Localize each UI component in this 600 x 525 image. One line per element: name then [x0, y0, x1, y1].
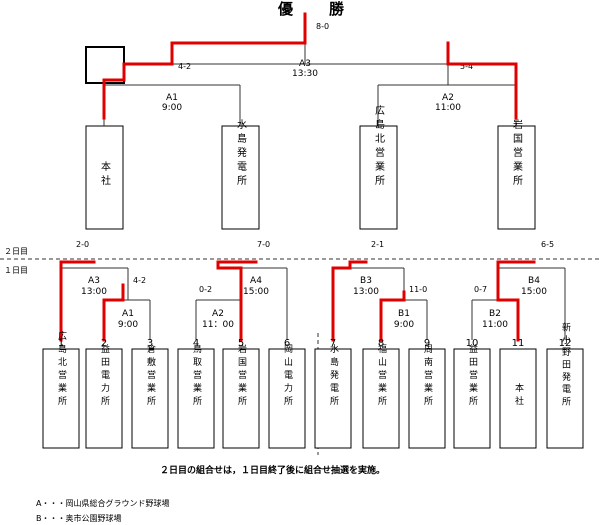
team-number-9: 9 [424, 338, 430, 349]
legend-a-sep: ・・・ [41, 499, 65, 508]
team-name-10: 益田営業所 [467, 343, 478, 409]
final-time: 13:30 [292, 69, 318, 79]
team-number-2: 2 [101, 338, 107, 349]
team-number-12: 12 [559, 338, 572, 349]
l-a2-time: 11：00 [202, 320, 234, 330]
team-box-12 [546, 348, 584, 449]
team-box-1 [42, 348, 80, 449]
l-a3-code: A3 [88, 276, 100, 286]
schedule-note: ２日目の組合せは，１日目終了後に組合せ抽選を実施。 [160, 464, 385, 476]
l-a4-code: A4 [250, 276, 262, 286]
day2-label: ２日目 [4, 247, 28, 256]
r-b2-time: 11:00 [482, 320, 508, 330]
day2-team-box-3 [359, 125, 398, 230]
l-a3-time: 13:00 [81, 287, 107, 297]
r-b1-code: B1 [398, 309, 410, 319]
legend-b-text: 奥市公園野球場 [66, 513, 122, 523]
day2-team-name-3: 広島北営業所 [373, 104, 385, 189]
legend-b-key: B [36, 514, 42, 523]
legend-a-key: A [36, 499, 42, 508]
r-b1-time: 9:00 [394, 320, 414, 330]
r-b3-score: 2-1 [371, 240, 384, 249]
team-name-5: 岩国営業所 [236, 343, 247, 409]
team-number-11: 11 [512, 338, 525, 349]
team-number-8: 8 [378, 338, 384, 349]
semi-left-time: 9:00 [162, 103, 182, 113]
l-a4-score: 7-0 [257, 240, 270, 249]
team-number-4: 4 [193, 338, 199, 349]
legend-a: A・・・岡山県総合グラウンド野球場 [36, 498, 169, 508]
team-number-1: 1 [58, 338, 64, 349]
champion-title-char-1: 優 [277, 0, 294, 18]
r-b1-score: 11-0 [409, 285, 427, 294]
l-a2-score: 0-2 [199, 285, 212, 294]
r-b3-code: B3 [360, 276, 372, 286]
team-name-8: 福山営業所 [376, 343, 387, 409]
champion-box [85, 46, 125, 84]
r-b4-time: 15:00 [521, 287, 547, 297]
team-name-11: 本社 [513, 382, 524, 409]
legend-a-text: 岡山県総合グラウンド野球場 [65, 498, 169, 508]
semi-right-time: 11:00 [435, 103, 461, 113]
team-number-7: 7 [330, 338, 336, 349]
team-box-5 [222, 348, 260, 449]
l-a3-score: 2-0 [76, 240, 89, 249]
team-name-1: 広島北営業所 [56, 330, 67, 409]
final-code: A3 [299, 59, 311, 69]
team-number-3: 3 [147, 338, 153, 349]
r-b2-score: 0-7 [474, 285, 487, 294]
team-name-7: 水島発電所 [328, 343, 339, 409]
team-box-4 [177, 348, 215, 449]
legend-b-sep: ・・・ [42, 514, 66, 523]
day2-team-name-2: 水島発電所 [235, 119, 247, 189]
semi-right-code: A2 [442, 93, 454, 103]
team-box-8 [362, 348, 400, 449]
champion-title-char-2: 勝 [329, 0, 345, 18]
day2-team-box-2 [221, 125, 260, 230]
legend-b: B・・・奥市公園野球場 [36, 513, 122, 523]
team-name-12: 新小野田発電所 [560, 322, 571, 409]
final-score-right: 5-4 [460, 62, 473, 71]
semi-left-code: A1 [166, 93, 178, 103]
day2-team-name-1: 本社 [99, 160, 111, 189]
l-a1-score: 4-2 [133, 276, 146, 285]
l-a1-time: 9:00 [118, 320, 138, 330]
final-score-top: 8-0 [316, 22, 329, 31]
team-name-3: 倉敷営業所 [145, 343, 156, 409]
l-a1-code: A1 [122, 309, 134, 319]
team-name-2: 益田電力所 [99, 343, 110, 409]
l-a4-time: 15:00 [243, 287, 269, 297]
r-b3-time: 13:00 [353, 287, 379, 297]
team-number-6: 6 [284, 338, 290, 349]
r-b4-score: 6-5 [541, 240, 554, 249]
l-a2-code: A2 [212, 309, 224, 319]
team-number-5: 5 [238, 338, 244, 349]
day2-team-box-4 [497, 125, 536, 230]
team-name-4: 鳥取営業所 [191, 343, 202, 409]
team-name-6: 岡山電力所 [282, 344, 293, 409]
day1-label: １日目 [4, 266, 28, 275]
team-number-10: 10 [466, 338, 479, 349]
r-b4-code: B4 [528, 276, 540, 286]
r-b2-code: B2 [489, 309, 501, 319]
team-box-9 [408, 348, 446, 449]
team-box-3 [131, 348, 169, 449]
team-box-7 [314, 348, 352, 449]
team-box-11 [499, 348, 537, 449]
team-box-6 [268, 348, 306, 449]
final-score-left: 4-2 [178, 62, 191, 71]
team-box-2 [85, 348, 123, 449]
team-box-10 [453, 348, 491, 449]
day2-team-name-4: 岩国営業所 [511, 118, 523, 189]
team-name-9: 周南営業所 [422, 344, 433, 409]
